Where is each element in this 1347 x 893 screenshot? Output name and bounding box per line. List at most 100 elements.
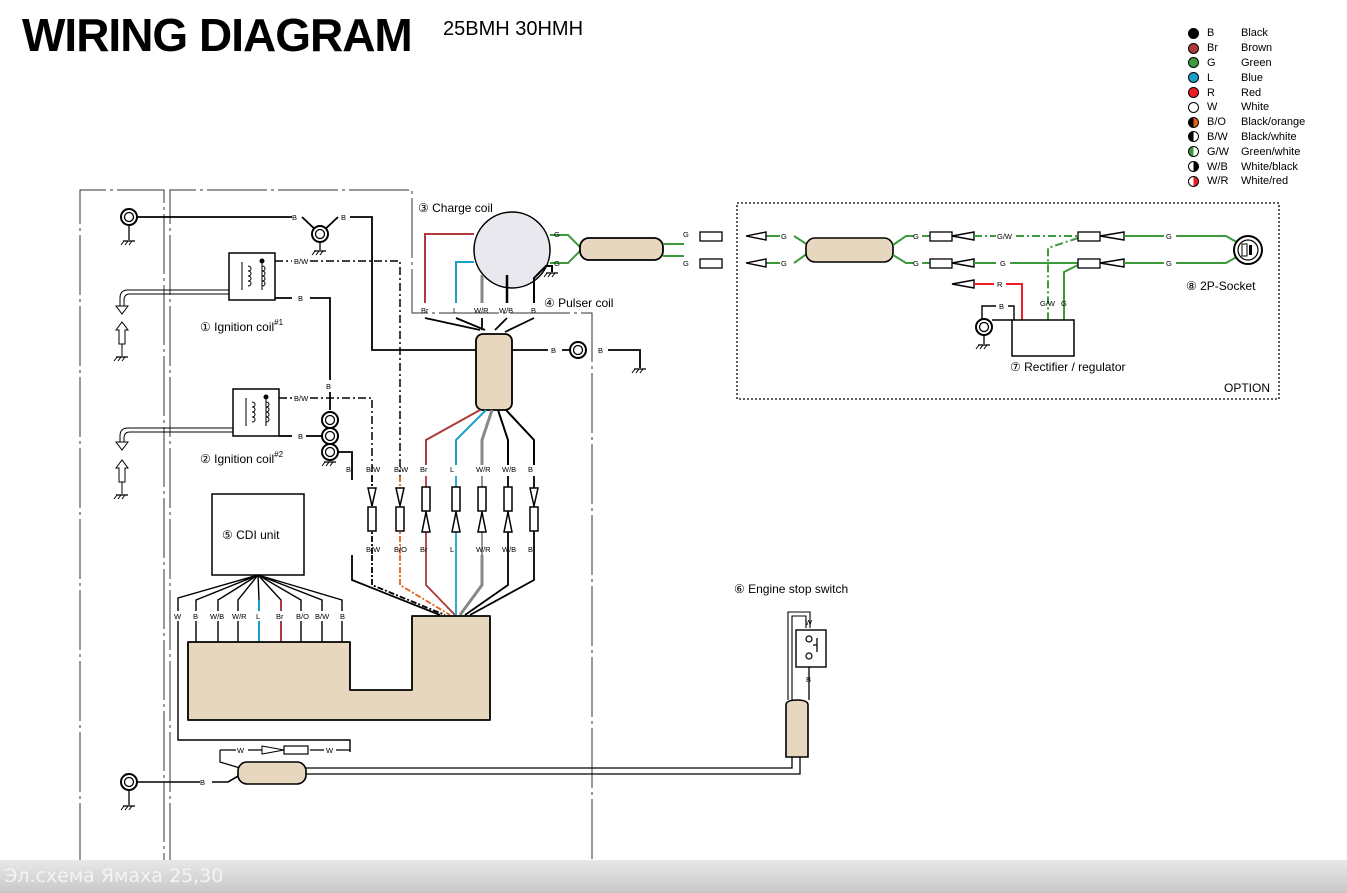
engine-stop-switch: [785, 611, 827, 758]
wire-label: L: [450, 545, 454, 554]
wire-label: W/B: [502, 465, 516, 474]
legend-code: W/R: [1207, 175, 1229, 188]
wire-label: W/B: [499, 306, 513, 315]
component-number: ③: [418, 201, 429, 215]
svg-text:⑧ 2P-Socket: ⑧ 2P-Socket: [1186, 279, 1256, 293]
bullet-connector: [395, 476, 405, 555]
legend-item: B Black: [1188, 26, 1305, 41]
wire-label: G: [1000, 259, 1006, 268]
component-number: ①: [200, 320, 211, 334]
svg-text:④ Pulser coil: ④ Pulser coil: [544, 296, 613, 310]
wire-label: B/W: [294, 394, 309, 403]
legend-name: Blue: [1241, 71, 1264, 84]
legend-name: Brown: [1241, 42, 1273, 55]
legend-code: L: [1207, 71, 1214, 84]
legend-item: B/W Black/white: [1188, 130, 1305, 145]
wire-label: B: [528, 465, 533, 474]
legend-code: R: [1207, 86, 1215, 99]
component-number: ⑥: [734, 582, 745, 596]
color-swatch-icon: [1188, 146, 1199, 158]
color-swatch-icon: [1188, 42, 1199, 54]
wire-label: W/R: [476, 545, 491, 554]
wire-label: B/W: [366, 545, 381, 554]
wire-label: R: [997, 280, 1003, 289]
wire-label: B: [292, 213, 297, 222]
wire-label: W/B: [210, 612, 224, 621]
svg-text:⑥ Engine stop switch: ⑥ Engine stop switch: [734, 582, 848, 596]
wire-label: B: [298, 432, 303, 441]
socket-2p-label: 2P-Socket: [1200, 279, 1256, 293]
svg-text:⑦ Rectifier / regulator: ⑦ Rectifier / regulator: [1010, 360, 1125, 374]
component-number: ⑦: [1010, 360, 1021, 374]
legend-name: White/black: [1241, 160, 1298, 173]
svg-text:③ Charge coil: ③ Charge coil: [418, 201, 493, 215]
color-swatch-icon: [1188, 161, 1199, 173]
footer-caption-bar: Эл.схема Ямаха 25,30: [0, 860, 1347, 893]
wire-label: G/W: [997, 232, 1013, 241]
cdi-unit-label: CDI unit: [236, 528, 280, 542]
bullet-connector: [503, 476, 513, 555]
wire-labels: B B B/W B B/W B B Br L W/R W/B B G G G G…: [200, 213, 1172, 787]
wire-label: W: [805, 618, 813, 627]
color-swatch-icon: [1188, 116, 1199, 128]
component-number: ⑤: [222, 528, 233, 542]
page-title: WIRING DIAGRAM: [22, 9, 413, 61]
wire-label: B: [326, 382, 331, 391]
wire-label: W/R: [232, 612, 247, 621]
legend-code: G: [1207, 56, 1216, 69]
wire-label: W: [174, 612, 182, 621]
wire-label: B/W: [315, 612, 330, 621]
cdi-unit: [177, 493, 491, 752]
stator-charge-coil: [424, 211, 581, 333]
legend-item: W/B White/black: [1188, 159, 1305, 174]
component-labels: ① Ignition coil#1 ② Ignition coil#2 ③ Ch…: [200, 201, 1270, 596]
bullet-connector: [451, 476, 461, 555]
ignition-section: [119, 208, 478, 480]
wire-label: B: [200, 778, 205, 787]
wire-label: L: [256, 612, 260, 621]
legend-name: Black/white: [1241, 130, 1297, 143]
legend-code: G/W: [1207, 145, 1229, 158]
coil-symbols: [241, 258, 270, 426]
legend-code: B: [1207, 27, 1215, 40]
wire-label: B: [298, 294, 303, 303]
wire-label: B: [340, 612, 345, 621]
legend-name: Black: [1241, 27, 1268, 40]
engine-stop-switch-label: Engine stop switch: [748, 582, 848, 596]
color-swatch-icon: [1188, 101, 1199, 113]
legend-code: W/B: [1207, 160, 1228, 173]
superscript: #1: [274, 318, 283, 327]
component-number: ⑧: [1186, 279, 1197, 293]
model-numbers: 25BMH 30HMH: [443, 18, 584, 40]
pulser-coil-label: Pulser coil: [558, 296, 613, 310]
wire-label: B/O: [394, 545, 407, 554]
wire-label: B: [999, 302, 1004, 311]
wire-label: B: [531, 306, 536, 315]
bottom-harness: [120, 745, 801, 811]
color-swatch-icon: [1188, 87, 1199, 99]
wire-label: G/W: [1040, 299, 1056, 308]
wire-label: G: [781, 259, 787, 268]
cdi-fanin: [351, 555, 535, 616]
ignition-coil-2-label: Ignition coil: [214, 452, 274, 466]
harness-hub: [475, 231, 723, 411]
connector-fanout: [425, 409, 535, 465]
color-swatch-icon: [1188, 131, 1199, 143]
wire-label: G: [554, 230, 560, 239]
wire-label: B: [551, 346, 556, 355]
wire-label: G: [1166, 232, 1172, 241]
color-swatch-icon: [1188, 72, 1199, 84]
legend-code: B/W: [1207, 130, 1228, 143]
bullet-connector: [367, 476, 377, 555]
wire-label: G: [554, 259, 560, 268]
wire-label: L: [450, 465, 454, 474]
option-label: OPTION: [1224, 381, 1270, 395]
footer-caption: Эл.схема Ямаха 25,30: [4, 865, 224, 887]
